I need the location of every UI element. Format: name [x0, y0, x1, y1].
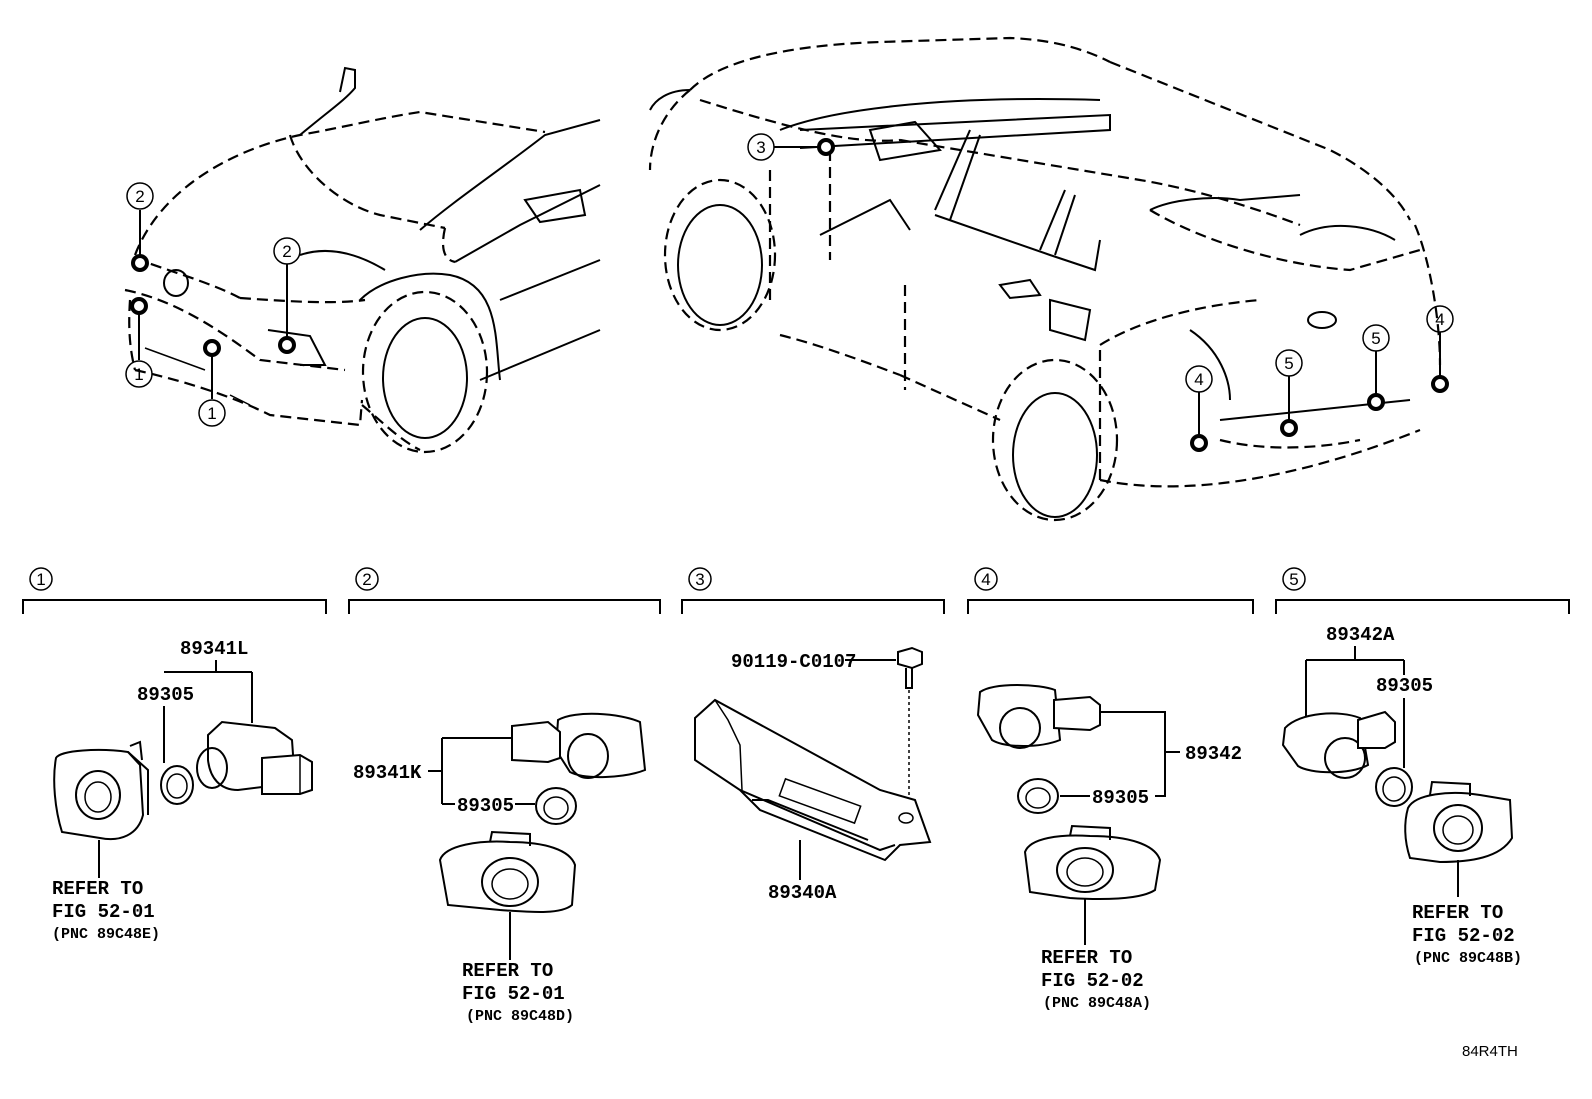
section-3-parts: 90119-C0107 89340A — [694, 646, 932, 904]
sensor-5-right — [1367, 393, 1385, 411]
section-2-number: 2 — [362, 570, 371, 589]
sensor-2-upper-left — [131, 254, 149, 272]
ecu-location-marker — [817, 138, 835, 156]
part-89340A-label: 89340A — [768, 882, 837, 904]
sensor-5-left — [1280, 419, 1298, 437]
part-89341L-label: 89341L — [180, 638, 248, 660]
refer-to-4: REFER TO — [1041, 947, 1132, 969]
section-5-bracket — [1275, 599, 1570, 614]
callout-3: 3 — [756, 138, 765, 157]
refer-to-2: REFER TO — [462, 960, 553, 982]
section-headers: 1 2 3 4 5 — [22, 567, 1570, 614]
refer-fig-4: FIG 52-02 — [1041, 970, 1144, 992]
connector-icon — [261, 753, 313, 795]
part-89342A-label: 89342A — [1326, 624, 1395, 646]
part-89342-label: 89342 — [1185, 743, 1242, 765]
sensor-4-right — [1431, 375, 1449, 393]
connector-icon-2 — [511, 720, 561, 764]
callout-5b: 5 — [1371, 329, 1380, 348]
part-89305-label-2: 89305 — [457, 795, 514, 817]
sensor-1-center — [203, 339, 221, 357]
section-1-bracket — [22, 599, 327, 614]
part-89305-label: 89305 — [137, 684, 194, 706]
callout-1b: 1 — [207, 404, 216, 423]
connector-icon-4 — [1053, 695, 1101, 732]
section-3-number: 3 — [695, 570, 704, 589]
bolt-icon — [897, 646, 923, 670]
refer-pnc-5: (PNC 89C48B) — [1414, 950, 1522, 967]
callout-4a: 4 — [1194, 370, 1203, 389]
refer-fig-1: FIG 52-01 — [52, 901, 155, 923]
section-4-number: 4 — [981, 570, 990, 589]
sensor-body-icon-4 — [976, 684, 1062, 747]
sensor-1-left — [130, 297, 148, 315]
part-90119-label: 90119-C0107 — [731, 651, 856, 673]
bezel-icon — [53, 749, 145, 840]
refer-to-1: REFER TO — [52, 878, 143, 900]
refer-pnc-2: (PNC 89C48D) — [466, 1008, 574, 1025]
bezel-icon-5 — [1404, 791, 1514, 864]
section-1-parts: 89341L 89305 REFER TO FIG 52-01 (PNC 89C… — [52, 638, 313, 943]
callout-5a: 5 — [1284, 354, 1293, 373]
callout-2a: 2 — [135, 187, 144, 206]
sensor-body-icon-5 — [1281, 712, 1370, 774]
section-2-bracket — [348, 599, 661, 614]
sensor-4-left — [1190, 434, 1208, 452]
section-2-parts: 89341K 89305 REFER TO FIG 52-01 (PNC 89C… — [353, 712, 647, 1025]
section-5-parts: 89342A 89305 REFER TO FIG 52-02 (PNC 89C… — [1281, 624, 1522, 967]
section-5-number: 5 — [1289, 570, 1298, 589]
front-vehicle-illustration — [124, 66, 601, 454]
rear-callouts: 3 4 5 5 4 — [747, 133, 1454, 452]
part-89305-label-5: 89305 — [1376, 675, 1433, 697]
ecu-module-icon — [694, 698, 932, 862]
refer-pnc-4: (PNC 89C48A) — [1043, 995, 1151, 1012]
callout-2b: 2 — [282, 242, 291, 261]
bezel-icon-4 — [1023, 834, 1162, 901]
section-4-parts: 89342 89305 REFER TO FIG 52-02 (PNC 89C4… — [976, 684, 1242, 1012]
refer-to-5: REFER TO — [1412, 902, 1503, 924]
section-4-bracket — [967, 599, 1254, 614]
rear-vehicle-illustration — [648, 36, 1442, 522]
part-89341K-label: 89341K — [353, 762, 422, 784]
callout-1a: 1 — [134, 365, 143, 384]
part-89305-label-4: 89305 — [1092, 787, 1149, 809]
bezel-icon-2 — [438, 840, 577, 914]
diagram-code: 84R4TH — [1462, 1043, 1518, 1060]
section-1-number: 1 — [36, 570, 45, 589]
refer-pnc-1: (PNC 89C48E) — [52, 926, 160, 943]
connector-icon-5 — [1357, 710, 1396, 749]
refer-fig-5: FIG 52-02 — [1412, 925, 1515, 947]
refer-fig-2: FIG 52-01 — [462, 983, 565, 1005]
section-3-bracket — [681, 599, 945, 614]
sensor-2-right — [278, 336, 296, 354]
callout-4b: 4 — [1435, 310, 1444, 329]
front-callouts: 2 2 1 1 — [125, 182, 301, 427]
